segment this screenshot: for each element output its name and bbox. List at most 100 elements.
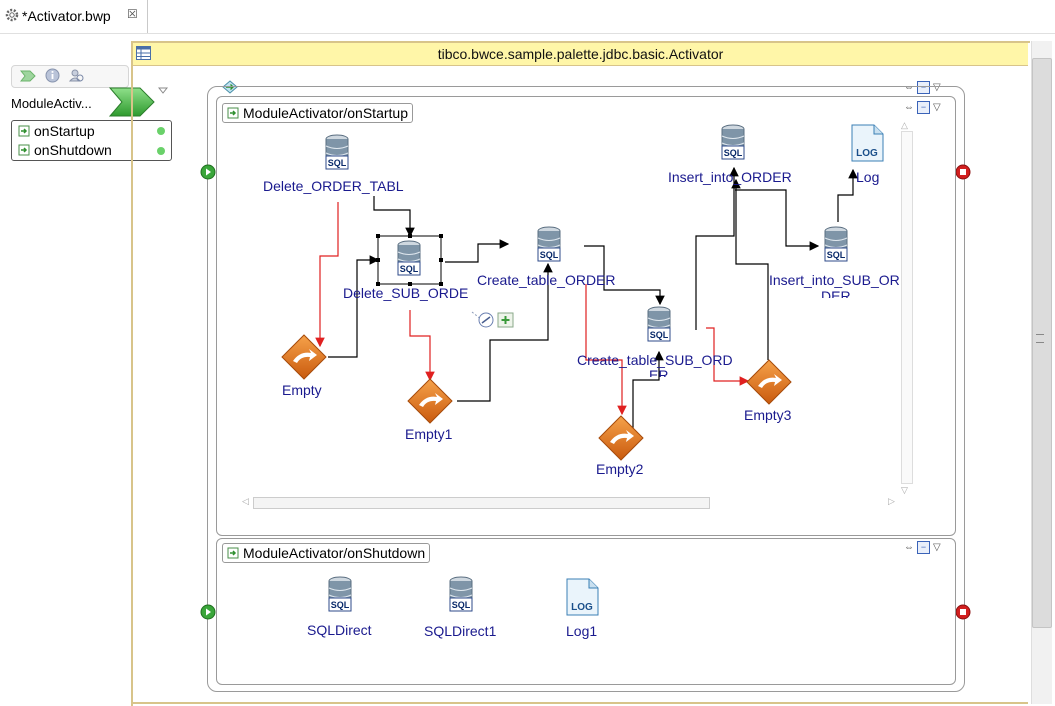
gear-icon — [5, 8, 19, 22]
empty-activity[interactable] — [280, 333, 328, 384]
empty1-activity[interactable] — [406, 377, 454, 428]
create-order-activity[interactable]: SQL — [534, 226, 564, 271]
operation-icon — [227, 107, 239, 119]
node-label: Delete_ORDER_TABL — [263, 178, 404, 194]
log1-activity[interactable]: LOG — [565, 578, 599, 619]
create-sub-order-activity[interactable]: SQL — [644, 306, 674, 351]
startup-controls: ⇔−▽ — [904, 101, 941, 114]
log-icon: LOG — [566, 578, 599, 616]
onshutdown-label[interactable]: ModuleActivator/onShutdown — [222, 543, 431, 563]
table-icon — [136, 46, 151, 60]
process-frame — [131, 41, 1030, 706]
node-label: Empty2 — [596, 461, 644, 477]
dropdown-arrow-icon[interactable]: ▽ — [933, 82, 941, 93]
close-icon[interactable]: ☒ — [127, 7, 138, 21]
end-event-icon[interactable] — [955, 604, 971, 620]
tab-divider — [0, 33, 1055, 34]
sql-db-icon: SQL — [537, 226, 561, 262]
scrollbar-thumb[interactable] — [1032, 58, 1052, 628]
collapse-icon[interactable]: − — [917, 81, 930, 94]
info-icon[interactable] — [45, 68, 60, 83]
sql-text: SQL — [827, 250, 846, 260]
sql-db-icon: SQL — [397, 240, 421, 276]
scrollbar-grip-icon — [1036, 334, 1044, 343]
link-tool-icon[interactable] — [478, 312, 516, 328]
insert-sub-order-activity[interactable]: SQL — [821, 226, 851, 271]
collapse-icon[interactable]: − — [917, 541, 930, 554]
scroll-up-icon[interactable]: △ — [901, 120, 908, 130]
collapse-icon[interactable]: − — [917, 101, 930, 114]
dropdown-arrow-icon[interactable]: ▽ — [933, 102, 941, 113]
vertical-scrollbar[interactable] — [901, 131, 913, 484]
operation-icon — [18, 144, 30, 156]
node-label: Empty1 — [405, 426, 453, 442]
empty-transition-icon — [746, 359, 792, 405]
sql-db-icon: SQL — [328, 576, 352, 612]
dropdown-arrow-icon[interactable] — [158, 87, 168, 95]
start-event-icon[interactable] — [200, 604, 216, 620]
module-title: ModuleActiv... — [11, 96, 92, 111]
horizontal-scrollbar[interactable] — [253, 497, 710, 509]
start-event-icon[interactable] — [200, 164, 216, 180]
delete-order-activity[interactable]: SQL — [322, 134, 352, 179]
node-label: Empty3 — [744, 407, 792, 423]
dropdown-arrow-icon[interactable]: ▽ — [933, 542, 941, 553]
module-toolbar — [11, 65, 129, 88]
list-item-label: onStartup — [34, 123, 95, 139]
sql-text: SQL — [650, 330, 669, 340]
empty2-activity[interactable] — [597, 414, 645, 465]
sql-text: SQL — [724, 148, 743, 158]
list-item-label: onShutdown — [34, 142, 112, 158]
sql-text: SQL — [328, 158, 347, 168]
node-label: SQLDirect1 — [424, 623, 497, 639]
node-label: Delete_SUB_ORDE — [343, 285, 469, 301]
delete-sub-order-activity[interactable]: SQL — [394, 240, 424, 285]
node-label: Insert_into_ORDER — [668, 169, 792, 185]
log-text: LOG — [571, 602, 593, 613]
empty-transition-icon — [407, 378, 453, 424]
search-user-icon[interactable] — [69, 68, 85, 84]
empty-transition-icon — [281, 334, 327, 380]
node-label: Log1 — [566, 623, 598, 639]
expand-arrows-icon[interactable]: ⇔ — [904, 82, 914, 93]
sql-text: SQL — [331, 600, 350, 610]
operation-list: onStartup onShutdown — [11, 120, 172, 161]
node-label: Log — [856, 169, 880, 185]
empty3-activity[interactable] — [745, 358, 793, 409]
sqldirect-activity[interactable]: SQL — [325, 576, 355, 621]
log-activity[interactable]: LOG — [850, 124, 884, 165]
panel-title: ModuleActivator/onStartup — [243, 105, 408, 121]
node-label: Create_table_SUB_ORD — [577, 352, 733, 368]
frame-bottom — [131, 702, 1028, 704]
scroll-down-icon[interactable]: ▽ — [901, 485, 908, 495]
log-icon: LOG — [851, 124, 884, 162]
operation-icon — [227, 547, 239, 559]
scroll-left-icon[interactable]: ◁ — [242, 496, 249, 506]
list-item-onstartup[interactable]: onStartup — [18, 123, 95, 139]
process-controls: ⇔−▽ — [904, 81, 941, 94]
sql-db-icon: SQL — [824, 226, 848, 262]
sql-db-icon: SQL — [647, 306, 671, 342]
node-label: Insert_into_SUB_OR — [769, 272, 900, 288]
process-header: tibco.bwce.sample.palette.jdbc.basic.Act… — [133, 43, 1028, 66]
sql-text: SQL — [540, 250, 559, 260]
end-event-icon[interactable] — [955, 164, 971, 180]
insert-order-activity[interactable]: SQL — [718, 124, 748, 169]
editor-tab[interactable]: *Activator.bwp ☒ — [0, 0, 148, 33]
status-dot — [157, 147, 165, 155]
node-label: ER — [649, 367, 669, 377]
onstartup-label[interactable]: ModuleActivator/onStartup — [222, 103, 413, 123]
expand-arrows-icon[interactable]: ⇔ — [904, 542, 914, 553]
process-diamond-icon[interactable] — [222, 80, 238, 94]
node-label: DER — [821, 288, 851, 298]
sql-text: SQL — [400, 264, 419, 274]
expand-arrows-icon[interactable]: ⇔ — [904, 102, 914, 113]
node-label: Create_table_ORDER — [477, 272, 616, 288]
status-dot — [157, 127, 165, 135]
list-item-onshutdown[interactable]: onShutdown — [18, 142, 112, 158]
empty-transition-icon — [598, 415, 644, 461]
sqldirect1-activity[interactable]: SQL — [446, 576, 476, 621]
chevron-icon[interactable] — [20, 69, 36, 83]
scroll-right-icon[interactable]: ▷ — [888, 496, 895, 506]
sql-db-icon: SQL — [325, 134, 349, 170]
